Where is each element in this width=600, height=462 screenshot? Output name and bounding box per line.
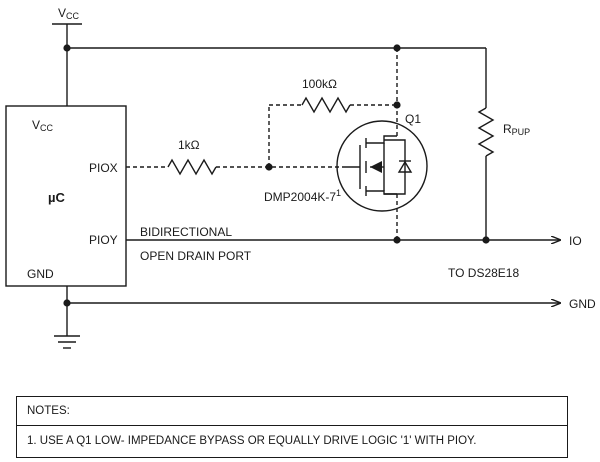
ground-symbol-icon: [54, 335, 80, 349]
piox-pin-label: PIOX: [89, 161, 118, 175]
io-label: IO: [569, 234, 582, 248]
q1-part-number: DMP2004K-71: [264, 188, 341, 204]
resistor-1k: [167, 158, 217, 176]
vcc-supply-label: VCC: [58, 6, 80, 21]
q1-diode-frame: [384, 139, 406, 195]
io-q1-junction-dot: [393, 236, 401, 244]
port-label-line1: BIDIRECTIONAL: [140, 225, 232, 239]
resistor-1k-label: 1kΩ: [178, 138, 200, 152]
rpup-label: RPUP: [503, 122, 530, 137]
mcu-vcc-pin-label: VCC: [32, 118, 54, 133]
resistor-100k: [301, 96, 351, 114]
resistor-100k-label: 100kΩ: [302, 77, 337, 91]
q1-body-arrow: [370, 161, 382, 173]
gnd-label: GND: [569, 297, 596, 311]
note-item-1: 1. USE A Q1 LOW- IMPEDANCE BYPASS OR EQU…: [27, 435, 477, 447]
port-label-line2: OPEN DRAIN PORT: [140, 249, 252, 263]
notes-box: NOTES: 1. USE A Q1 LOW- IMPEDANCE BYPASS…: [16, 396, 568, 458]
vcc-junction-dot: [63, 44, 71, 52]
target-label: TO DS28E18: [448, 266, 519, 280]
q1-mosfet-circle: [336, 120, 428, 212]
q1-body-diode: [397, 160, 413, 173]
resistor-rpup: [477, 107, 495, 157]
notes-title: NOTES:: [17, 397, 567, 426]
microcontroller-block: [5, 105, 127, 287]
mcu-label: µC: [48, 190, 65, 205]
pioy-pin-label: PIOY: [89, 233, 118, 247]
gnd-junction-dot: [63, 299, 71, 307]
io-rpup-junction-dot: [482, 236, 490, 244]
circuit-schematic: VCC VCC µC PIOX PIOY GND 1kΩ 100kΩ Q1 DM…: [5, 6, 596, 349]
q1-label: Q1: [405, 112, 421, 126]
mcu-gnd-pin-label: GND: [27, 267, 54, 281]
